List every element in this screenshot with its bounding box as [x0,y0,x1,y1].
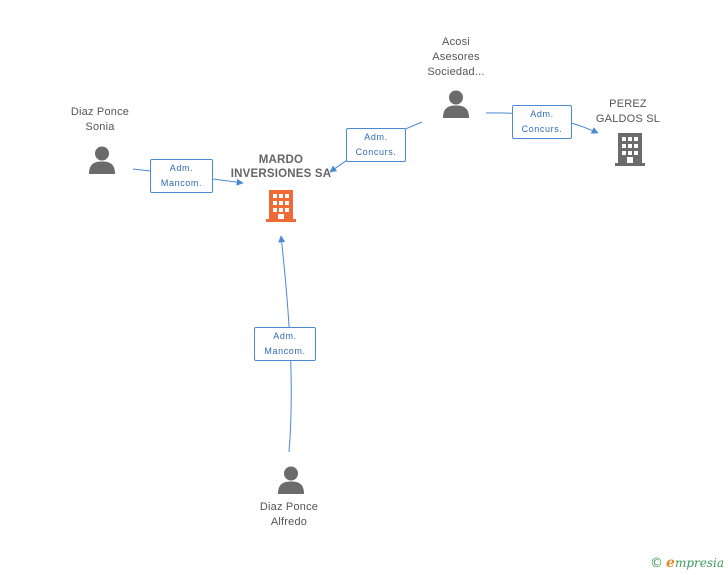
building-icon-main[interactable] [266,190,296,222]
node-label-mardo-inversiones[interactable]: MARDO INVERSIONES SA [230,154,332,180]
building-icon-perez[interactable] [615,133,645,166]
node-label-acosi[interactable]: Acosi Asesores Sociedad... [427,36,485,78]
copyright-symbol: © [650,555,664,571]
empresia-logo[interactable]: empresia [666,555,724,571]
node-label-perez-galdos[interactable]: PEREZ GALDOS SL [595,98,661,125]
edge-label-alfredo-main: Adm. Mancom. [254,327,316,361]
footer-brand[interactable]: © empresia [650,555,724,571]
node-label-diaz-ponce-sonia[interactable]: Diaz Ponce Sonia [70,106,130,133]
node-label-diaz-ponce-alfredo[interactable]: Diaz Ponce Alfredo [259,501,319,528]
edge-label-sonia-main: Adm. Mancom. [150,159,213,193]
edge-label-acosi-perez: Adm. Concurs. [512,105,572,139]
person-icon-acosi[interactable] [443,90,469,119]
person-icon-alfredo[interactable] [278,466,304,495]
edge-label-acosi-main: Adm. Concurs. [346,128,406,162]
person-icon-sonia[interactable] [89,146,115,175]
